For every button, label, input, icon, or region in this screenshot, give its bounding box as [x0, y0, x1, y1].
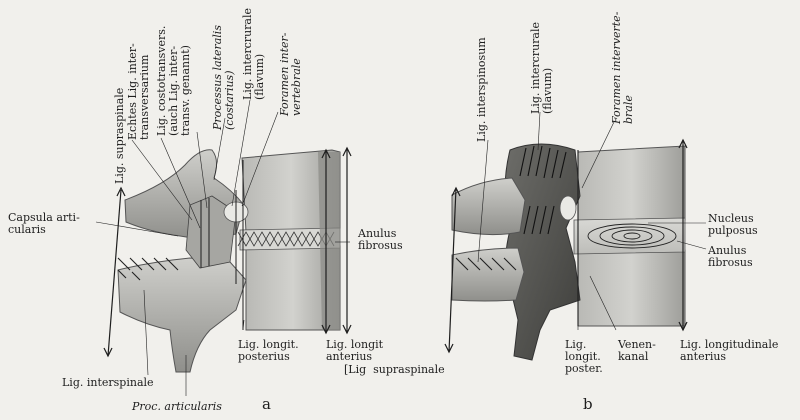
label-b-lig-intercrurale: Lig. intercrurale (flavum): [529, 22, 554, 114]
label-processus-lateralis: Processus lateralis (costarius): [211, 25, 236, 130]
panel-b-marker: b: [583, 395, 593, 413]
label-lig-supraspinale-bottom: [Lig supraspinale: [344, 363, 445, 376]
label-capsula-articularis: Capsula arti- cularis: [8, 211, 80, 236]
arch-lower: [117, 257, 247, 373]
b-interspinosum-hatch: [455, 257, 517, 271]
b-vertebral-body-lower: [577, 249, 686, 327]
label-lig-interspinosum: Lig. interspinosum: [475, 37, 488, 142]
vertebral-body-shadow: [318, 152, 340, 330]
panel-a-illustration: [95, 99, 352, 396]
panel-a-marker: a: [262, 395, 271, 413]
label-lig-intercrurale: Lig. intercrurale (flavum): [241, 8, 266, 100]
label-lig-costotransversarium: Lig. costotransvers. (auch Lig. inter- t…: [155, 25, 192, 136]
label-echtes-lig-intertransversarium: Echtes Lig. inter- transversarium: [126, 43, 151, 140]
label-lig-longit-posterius: Lig. longit. posterius: [238, 338, 299, 363]
b-spinous-lower: [451, 247, 525, 302]
label-lig-supraspinale: Lig. supraspinale: [113, 87, 126, 184]
label-anulus-fibrosus-a: Anulus fibrosus: [358, 227, 403, 252]
b-flavum-hatch: [519, 145, 567, 235]
panel-b-illustration: [444, 111, 707, 361]
label-venenkanal: Venen- kanal: [618, 338, 656, 363]
label-lig-interspinale: Lig. interspinale: [62, 376, 154, 389]
label-foramen-intervertebrale: Foramen inter- vertebrale: [278, 32, 303, 117]
label-proc-articularis: Proc. articularis: [132, 400, 222, 413]
b-foramen: [559, 195, 577, 221]
facet-joint: [185, 195, 237, 269]
label-lig-longitudinale-anterius: Lig. longitudinale anterius: [680, 338, 779, 363]
label-lig-longit-poster: Lig. longit. poster.: [565, 338, 603, 375]
b-vertebral-body-upper: [577, 145, 686, 223]
label-lig-longit-anterius: Lig. longit anterius: [326, 338, 384, 363]
label-b-anulus-fibrosus: Anulus fibrosus: [708, 244, 753, 269]
b-spinous-upper: [451, 177, 526, 236]
b-disc: [573, 217, 686, 255]
interspinale-hatch: [117, 257, 179, 281]
disc-crosshatch: [237, 231, 335, 247]
label-b-foramen-intervertebrale: Foramen interverte- brale: [610, 11, 635, 124]
label-nucleus-pulposus: Nucleus pulposus: [708, 212, 758, 237]
